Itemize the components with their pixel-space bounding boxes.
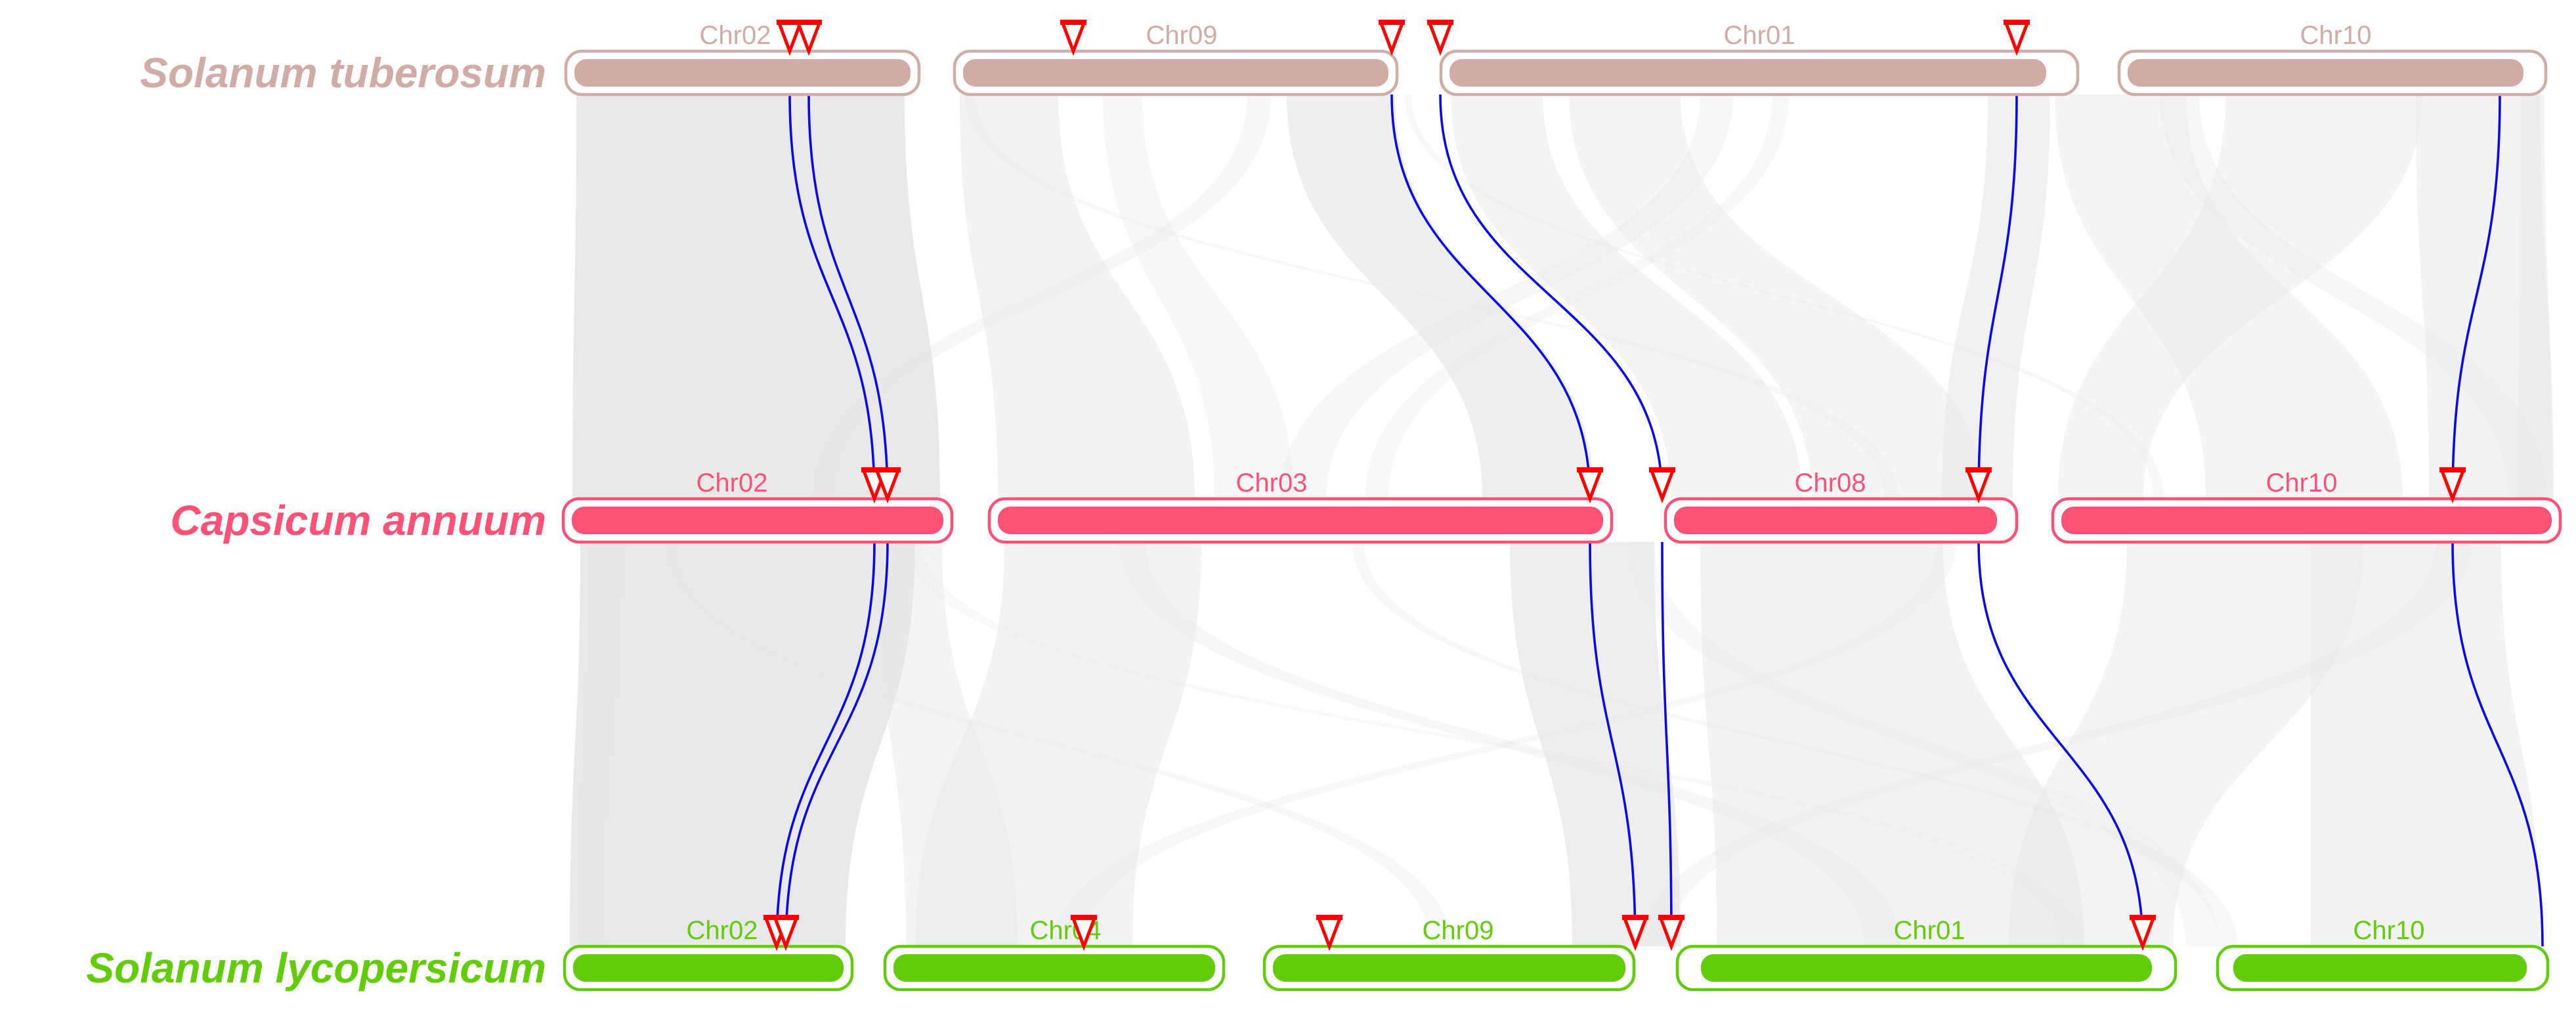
synteny-ribbon xyxy=(575,542,625,946)
chromosome-label: Chr09 xyxy=(1423,916,1494,945)
synteny-ribbon xyxy=(1119,542,1900,946)
synteny-ribbon xyxy=(1510,542,1681,946)
synteny-ribbon xyxy=(906,542,2084,946)
gene-link xyxy=(788,94,876,499)
species-label: Solanum tuberosum xyxy=(140,49,546,96)
chromosome-label: Chr09 xyxy=(1146,21,1218,50)
gene-marker-icon xyxy=(1060,20,1087,56)
synteny-ribbon xyxy=(570,542,915,946)
synteny-ribbon xyxy=(811,95,1271,499)
gene-link xyxy=(775,541,876,947)
synteny-ribbon xyxy=(1352,542,2237,946)
synteny-ribbon xyxy=(1942,95,2050,499)
synteny-ribbon xyxy=(2160,95,2547,499)
chromosome-bar-annuum-Chr10 xyxy=(2061,507,2552,534)
synteny-ribbon xyxy=(2311,542,2541,946)
chromosome-bar-annuum-Chr03 xyxy=(998,507,1603,534)
chromosome-bar-tuberosum-Chr02 xyxy=(574,59,911,87)
synteny-ribbon xyxy=(1365,95,1789,499)
gene-link xyxy=(1661,541,1673,947)
gene-marker-icon xyxy=(795,20,823,56)
gene-link xyxy=(807,94,889,499)
chromosome-label: Chr02 xyxy=(700,21,771,50)
gene-marker-icon xyxy=(1378,20,1406,56)
synteny-ribbon xyxy=(1054,542,1956,946)
gene-marker-icon xyxy=(1648,467,1676,504)
gene-marker-icon xyxy=(1316,915,1343,952)
gene-link xyxy=(784,541,889,947)
synteny-ribbon xyxy=(1287,95,1594,499)
chromosome-label: Chr08 xyxy=(1795,469,1866,497)
chromosome-label: Chr01 xyxy=(1724,21,1795,50)
gene-link xyxy=(1977,94,2018,499)
synteny-ribbon xyxy=(1451,95,1802,499)
gene-marker-icon xyxy=(1427,20,1454,56)
synteny-ribbon xyxy=(2518,95,2552,499)
synteny-ribbon xyxy=(663,542,1451,946)
gene-link xyxy=(1390,94,1591,499)
chromosome-label: Chr02 xyxy=(687,916,758,945)
synteny-ribbon xyxy=(572,95,940,499)
synteny-ribbon xyxy=(2009,542,2363,946)
chromosome-bar-lycopersicum-Chr10 xyxy=(2233,954,2527,982)
chromosome-bar-annuum-Chr08 xyxy=(1674,507,1997,534)
chromosome-label: Chr10 xyxy=(2353,916,2425,945)
synteny-ribbon xyxy=(1405,95,2164,499)
gene-link xyxy=(1589,541,1637,947)
chromosome-label: Chr01 xyxy=(1894,916,1965,945)
chromosome-label: Chr02 xyxy=(697,469,768,497)
chromosome-label: Chr10 xyxy=(2266,469,2338,497)
species-label: Solanum lycopersicum xyxy=(86,944,546,992)
gene-link xyxy=(1977,541,2144,947)
synteny-ribbon xyxy=(1103,95,1293,499)
synteny-ribbon xyxy=(2416,95,2554,499)
synteny-ribbon xyxy=(916,542,1201,946)
species-label: Capsicum annuum xyxy=(170,497,546,544)
chromosome-bar-tuberosum-Chr01 xyxy=(1449,59,2046,87)
synteny-ribbon xyxy=(2055,95,2403,499)
synteny-ribbon xyxy=(2058,95,2422,499)
synteny-ribbon xyxy=(1280,95,1733,499)
gene-link xyxy=(2451,541,2544,947)
chromosome-bar-lycopersicum-Chr04 xyxy=(893,954,1215,982)
chromosome-bar-lycopersicum-Chr01 xyxy=(1701,954,2152,982)
chromosome-label: Chr03 xyxy=(1236,469,1308,497)
gene-link xyxy=(1439,94,1664,499)
chromosome-label: Chr10 xyxy=(2300,21,2372,50)
gene-marker-icon xyxy=(2003,20,2030,56)
synteny-ribbon xyxy=(1641,542,2472,946)
chromosome-bar-lycopersicum-Chr09 xyxy=(1273,954,1625,982)
chromosome-bar-lycopersicum-Chr02 xyxy=(573,954,844,982)
chromosome-bar-annuum-Chr02 xyxy=(572,507,943,534)
gene-link xyxy=(2451,94,2501,499)
synteny-ribbon xyxy=(965,95,1899,499)
chromosome-bar-tuberosum-Chr10 xyxy=(2128,59,2523,87)
synteny-ribbon xyxy=(1700,542,2084,946)
synteny-ribbon xyxy=(1628,542,2219,946)
chromosome-bar-tuberosum-Chr09 xyxy=(963,59,1388,87)
synteny-ribbon xyxy=(1569,95,1983,499)
synteny-ribbon xyxy=(960,95,1195,499)
